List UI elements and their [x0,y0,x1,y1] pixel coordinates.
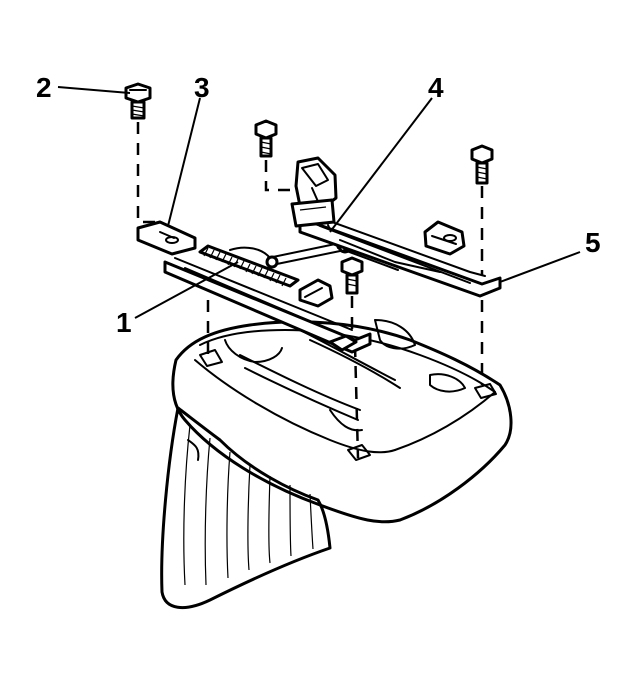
right-seat-track [290,156,502,298]
callout-3: 3 [194,72,210,103]
adjuster-spring [198,244,300,288]
seat-cushion [160,319,513,610]
bolt-right-rear [470,144,494,185]
bolt-center-left [254,119,278,158]
leader-4 [329,97,433,233]
left-seat-track [136,220,372,354]
bolt-2 [124,82,152,120]
callout-5: 5 [585,227,601,258]
alignment-lines [136,122,484,459]
leader-5 [499,251,581,283]
callout-4: 4 [428,72,444,103]
leader-1 [134,261,239,319]
leader-3 [167,97,201,227]
callout-1: 1 [116,307,132,338]
callout-labels: 2 3 4 5 1 [36,72,601,338]
leader-lines [57,86,581,319]
bolt-center-front [340,256,364,295]
leader-2 [57,86,131,94]
callout-2: 2 [36,72,52,103]
